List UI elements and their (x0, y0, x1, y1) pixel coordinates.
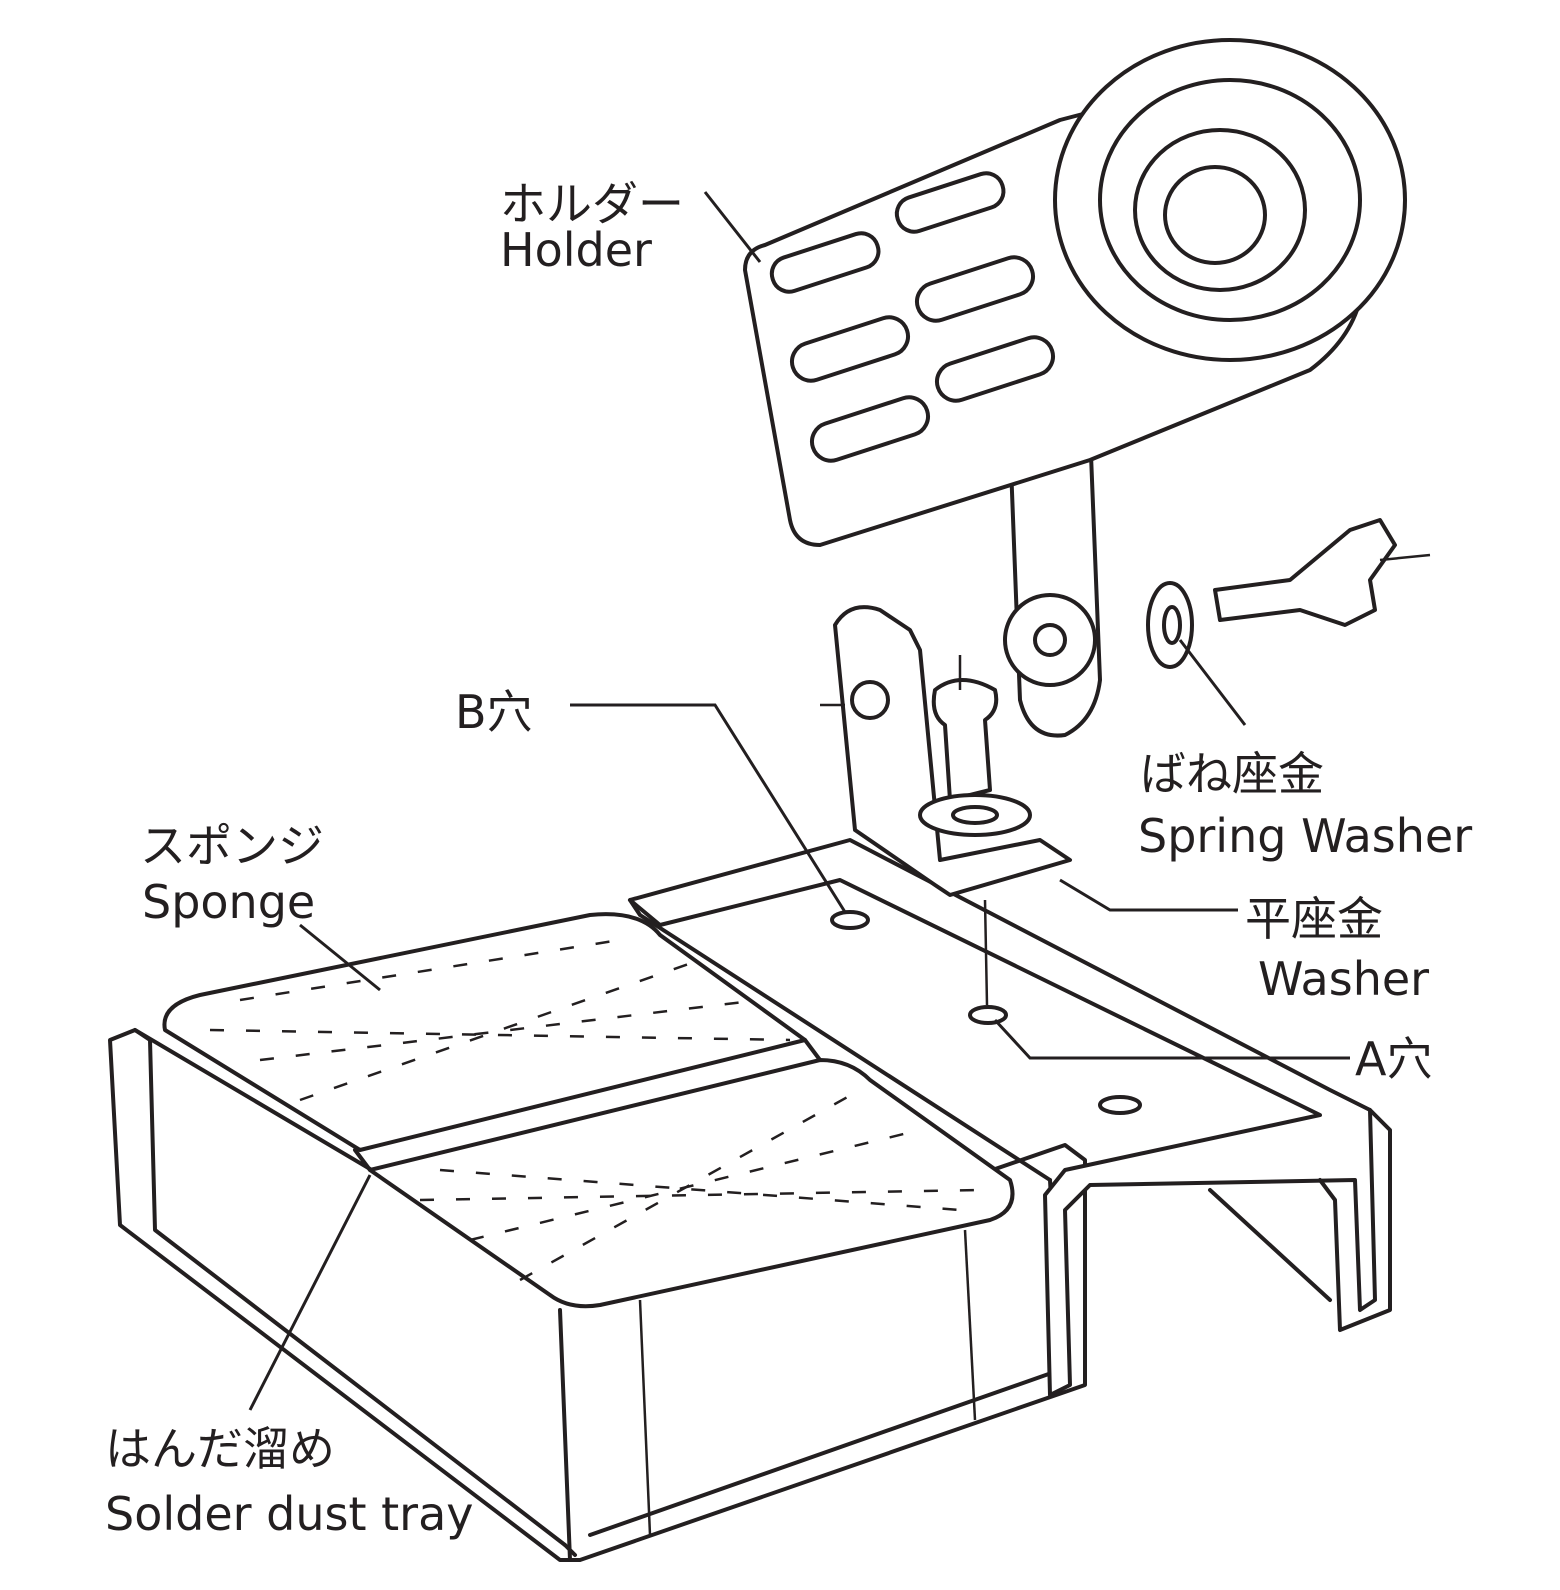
solder-tray-label-ja: はんだ溜め (105, 1422, 335, 1476)
base-plate (628, 838, 1392, 1397)
holder (743, 38, 1407, 738)
holder-label-ja: ホルダー (500, 177, 684, 231)
washer-label-ja: 平座金 (1245, 892, 1383, 946)
sponge-label-en: Sponge (142, 875, 315, 929)
wing-screw (1213, 518, 1431, 627)
spring-washer-label-ja: ばね座金 (1140, 747, 1324, 801)
bracket (820, 605, 1072, 1006)
sponge-label-ja: スポンジ (140, 819, 324, 873)
sponge (162, 912, 1015, 1309)
leader-lines (248, 191, 1350, 1411)
solder-tray-label-en: Solder dust tray (105, 1487, 474, 1541)
a-hole-label: A穴 (1355, 1032, 1432, 1086)
spring-washer-label-en: Spring Washer (1138, 809, 1472, 863)
holder-label-en: Holder (500, 223, 652, 277)
spring-washer (1146, 581, 1194, 669)
washer-label-en: Washer (1258, 952, 1429, 1006)
b-hole-label: B穴 (455, 685, 533, 739)
